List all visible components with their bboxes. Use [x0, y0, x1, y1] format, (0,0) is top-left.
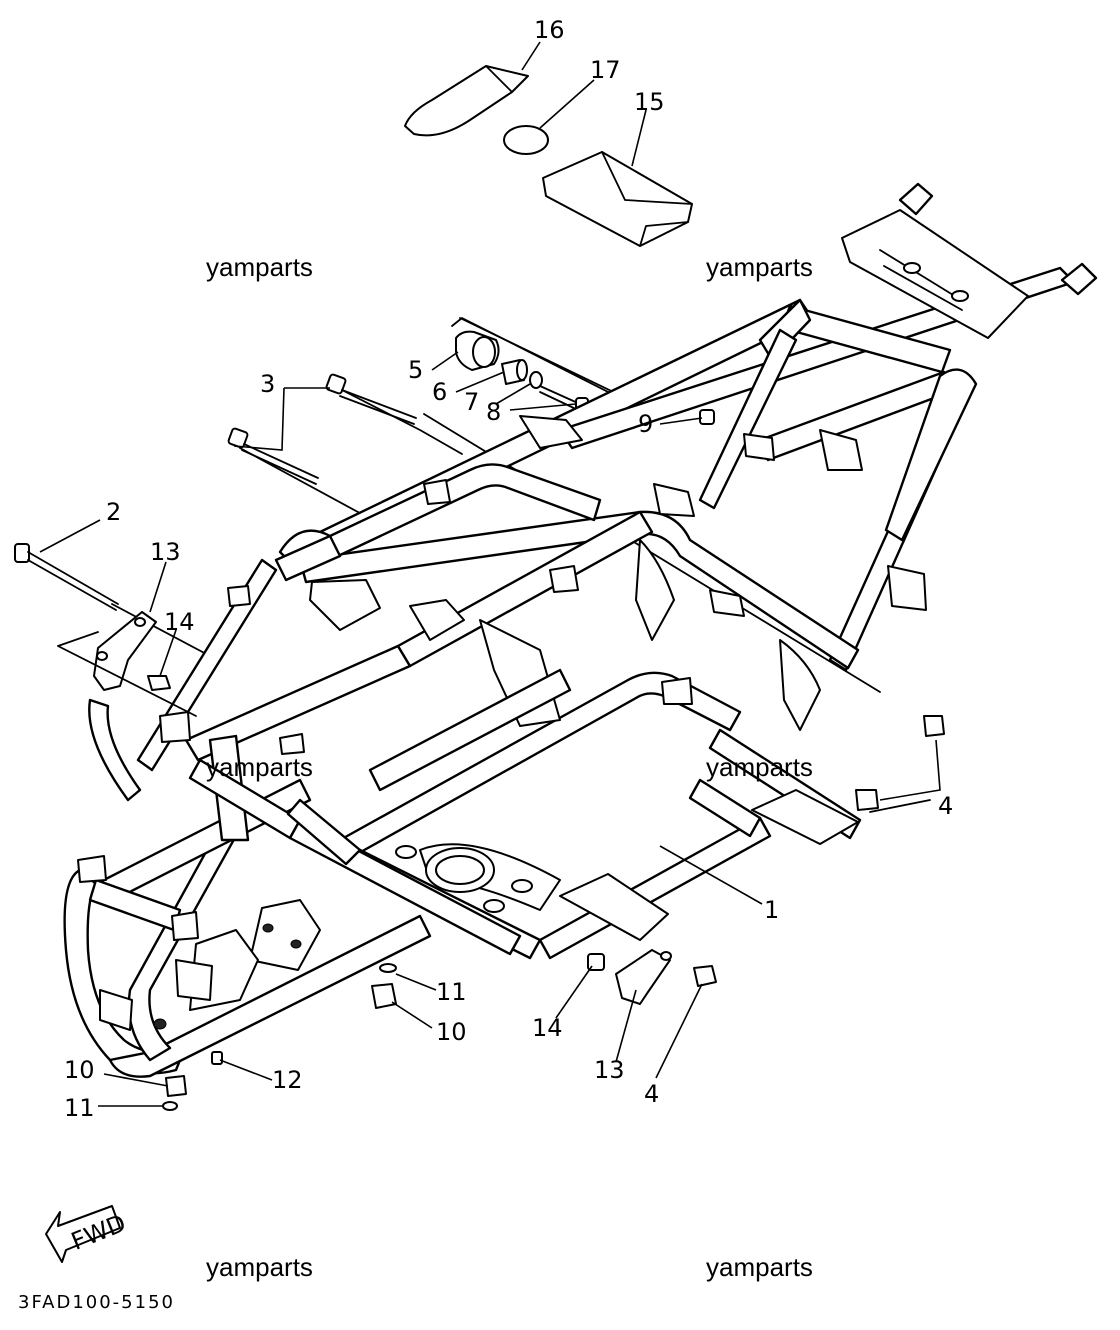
watermark-1: yamparts	[206, 252, 313, 282]
part-16-cover	[404, 65, 529, 137]
diagram-code: 3FAD100-5150	[18, 1292, 175, 1313]
part-3-bolt-upper	[325, 373, 417, 425]
watermark-5: yamparts	[206, 1252, 313, 1282]
part-7-washer	[529, 371, 543, 389]
callout-11-lower: 11	[64, 1094, 95, 1122]
part-5-damper	[455, 330, 500, 371]
callout-17: 17	[590, 56, 621, 84]
part-10-grommet-lower	[165, 1075, 187, 1097]
watermark-6: yamparts	[706, 1252, 813, 1282]
callout-1: 1	[764, 896, 779, 924]
callout-16: 16	[534, 16, 565, 44]
part-4-nut-right	[693, 965, 717, 987]
callout-12: 12	[272, 1066, 303, 1094]
callout-14-left: 14	[164, 608, 195, 636]
part-4-nut-upper-b	[855, 789, 879, 811]
part-11-oring-center	[379, 963, 397, 973]
callout-9: 9	[638, 410, 653, 438]
watermark-3: yamparts	[206, 752, 313, 782]
part-10-grommet-center	[371, 983, 397, 1009]
part-17-washer	[503, 125, 549, 155]
callout-11-center: 11	[436, 978, 467, 1006]
leader-lines	[39, 41, 941, 1107]
callout-13-left: 13	[150, 538, 181, 566]
part-15-pouch	[542, 151, 693, 247]
callout-15: 15	[634, 88, 665, 116]
callout-4-lower: 4	[644, 1080, 659, 1108]
callout-7: 7	[464, 388, 479, 416]
part-12-screw	[211, 1051, 223, 1065]
callout-3: 3	[260, 370, 275, 398]
callout-6: 6	[432, 378, 447, 406]
part-4-nut-upper-a	[923, 715, 945, 737]
callout-8: 8	[486, 398, 501, 426]
part-13-bracket-right	[615, 949, 672, 1005]
part-6-collar	[501, 359, 528, 385]
callout-5: 5	[408, 356, 423, 384]
callout-14-right: 14	[532, 1014, 563, 1042]
callout-2: 2	[106, 498, 121, 526]
fwd-arrow-icon: FWD	[45, 1205, 130, 1263]
part-2-bolt	[14, 543, 119, 611]
part-3-bolt-lower	[227, 427, 319, 485]
callout-13-right: 13	[594, 1056, 625, 1084]
callout-10-center: 10	[436, 1018, 467, 1046]
callout-4-upper: 4	[938, 792, 953, 820]
watermark-4: yamparts	[706, 752, 813, 782]
watermark-2: yamparts	[706, 252, 813, 282]
callout-10-lower: 10	[64, 1056, 95, 1084]
frame-main	[63, 182, 1098, 1078]
part-9-nut	[699, 409, 715, 425]
part-13-bracket-left	[93, 611, 157, 691]
part-14-bolt-left	[147, 675, 171, 691]
part-11-oring-lower	[162, 1101, 178, 1111]
